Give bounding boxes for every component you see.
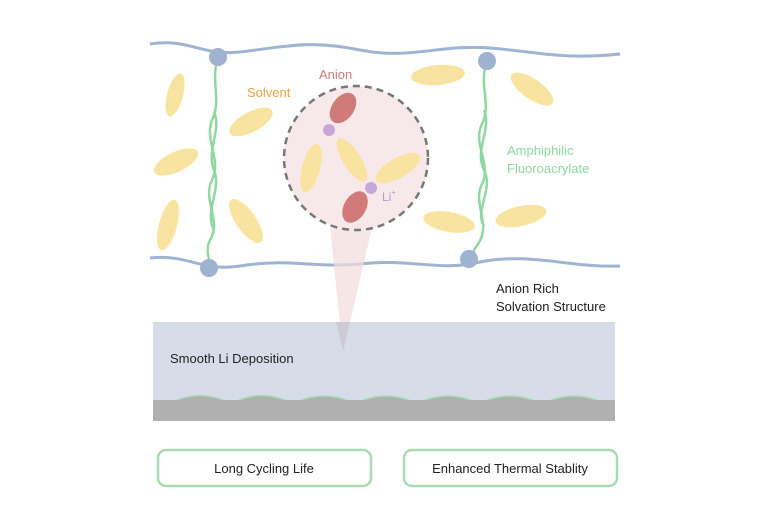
solvent-molecule	[300, 143, 322, 193]
polymer-chain-bottom	[149, 255, 621, 269]
zoom-cone-tip	[336, 322, 350, 352]
li-deposits	[174, 394, 600, 402]
solvent-molecule	[228, 198, 264, 244]
li-ion	[365, 182, 377, 194]
solvent-molecule	[153, 148, 199, 176]
solvent-molecules	[153, 64, 554, 251]
node	[209, 48, 227, 66]
li-ion	[323, 124, 335, 136]
solvent-molecule	[165, 73, 185, 117]
li-label: Li+	[382, 188, 396, 204]
benefit-box-thermal	[402, 448, 619, 488]
structure-label-line2: Solvation Structure	[496, 299, 606, 314]
benefit-cycling-label: Long Cycling Life	[214, 461, 314, 476]
linker-left	[206, 57, 220, 269]
zoom-cone	[330, 228, 372, 352]
anion-molecule	[329, 92, 357, 124]
node	[200, 259, 218, 277]
substrate	[153, 400, 615, 421]
polymer-label-line1: Amphiphilic	[507, 143, 574, 158]
node	[478, 52, 496, 70]
solvent-molecule	[423, 211, 475, 233]
solvent-molecule	[375, 152, 421, 184]
solvent-molecule	[336, 138, 368, 182]
solvent-molecule	[157, 199, 179, 251]
anion-molecule	[342, 191, 368, 223]
benefit-box-cycling	[156, 448, 373, 488]
polymer-label-line2: Fluoroacrylate	[507, 161, 589, 176]
solvent-molecule	[495, 204, 547, 228]
linker-right	[468, 61, 489, 260]
solvent-molecule	[510, 72, 554, 106]
structure-label-line1: Anion Rich	[496, 281, 559, 296]
node	[460, 250, 478, 268]
solvent-molecule	[411, 64, 465, 86]
deposition-panel	[153, 322, 615, 400]
solvent-molecule	[229, 107, 273, 137]
anion-label: Anion	[319, 67, 352, 82]
benefit-thermal-label: Enhanced Thermal Stablity	[432, 461, 588, 476]
solvent-label: Solvent	[247, 85, 291, 100]
deposition-label: Smooth Li Deposition	[170, 351, 294, 366]
